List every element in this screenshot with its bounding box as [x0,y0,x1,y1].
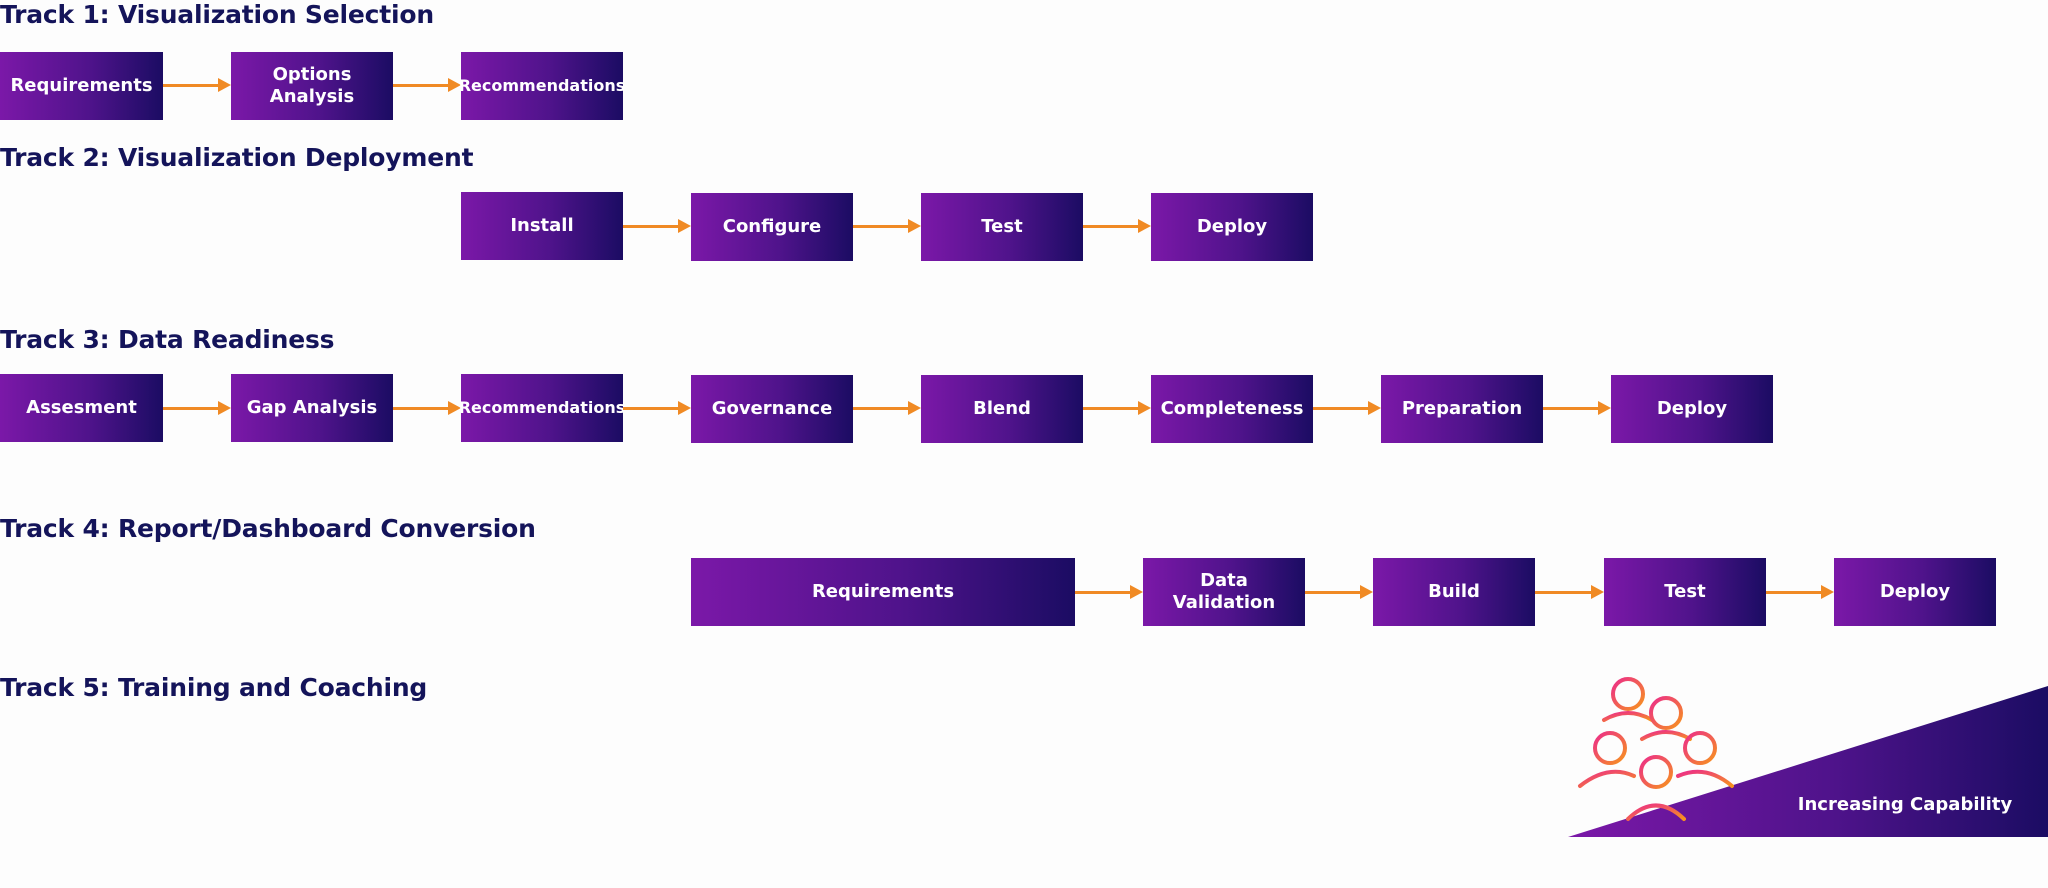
track-3-arrow-6 [1313,401,1381,415]
increasing-capability-label: Increasing Capability [1797,794,2013,815]
track-3-step-governance: Governance [691,375,853,443]
track-3-step-blend: Blend [921,375,1083,443]
track-3-arrow-4 [853,401,921,415]
track-3-title: Track 3: Data Readiness [0,325,335,354]
track-4-step-requirements: Requirements [691,558,1075,626]
track-2-arrow-3 [1083,219,1151,233]
track-2-title: Track 2: Visualization Deployment [0,143,474,172]
track-4-step-build: Build [1373,558,1535,626]
track-1-arrow-1 [163,78,231,92]
track-2-arrow-2 [853,219,921,233]
track-1-step-requirements: Requirements [0,52,163,120]
track-3-step-recommendations: Recommendations [459,374,625,442]
track-4-step-data-validation: Data Validation [1143,558,1305,626]
track-2-step-deploy: Deploy [1151,193,1313,261]
track-4-arrow-4 [1766,585,1834,599]
track-4-step-deploy: Deploy [1834,558,1996,626]
track-4-arrow-2 [1305,585,1373,599]
track-4-step-test: Test [1604,558,1766,626]
track-3-step-deploy: Deploy [1611,375,1773,443]
track-1-step-options-analysis: Options Analysis [231,52,393,120]
track-4-arrow-1 [1075,585,1143,599]
track-1-title: Track 1: Visualization Selection [0,0,434,29]
track-3-arrow-7 [1543,401,1611,415]
track-4-title: Track 4: Report/Dashboard Conversion [0,514,536,543]
track-3-arrow-3 [623,401,691,415]
track-3-arrow-2 [393,401,461,415]
track-3-step-assesment: Assesment [0,374,163,442]
track-2-step-configure: Configure [691,193,853,261]
track-1-step-recommendations: Recommendations [459,52,625,120]
track-3-step-preparation: Preparation [1381,375,1543,443]
track-3-arrow-1 [163,401,231,415]
people-group-icon [1578,677,1734,821]
increasing-capability-graphic [1568,677,2048,837]
track-1-arrow-2 [393,78,461,92]
track-5-title: Track 5: Training and Coaching [0,673,428,702]
track-2-step-test: Test [921,193,1083,261]
track-3-step-completeness: Completeness [1151,375,1313,443]
track-3-arrow-5 [1083,401,1151,415]
track-4-arrow-3 [1535,585,1604,599]
capability-wedge [1568,686,2048,837]
track-3-step-gap-analysis: Gap Analysis [231,374,393,442]
track-2-step-install: Install [461,192,623,260]
track-2-arrow-1 [623,219,691,233]
